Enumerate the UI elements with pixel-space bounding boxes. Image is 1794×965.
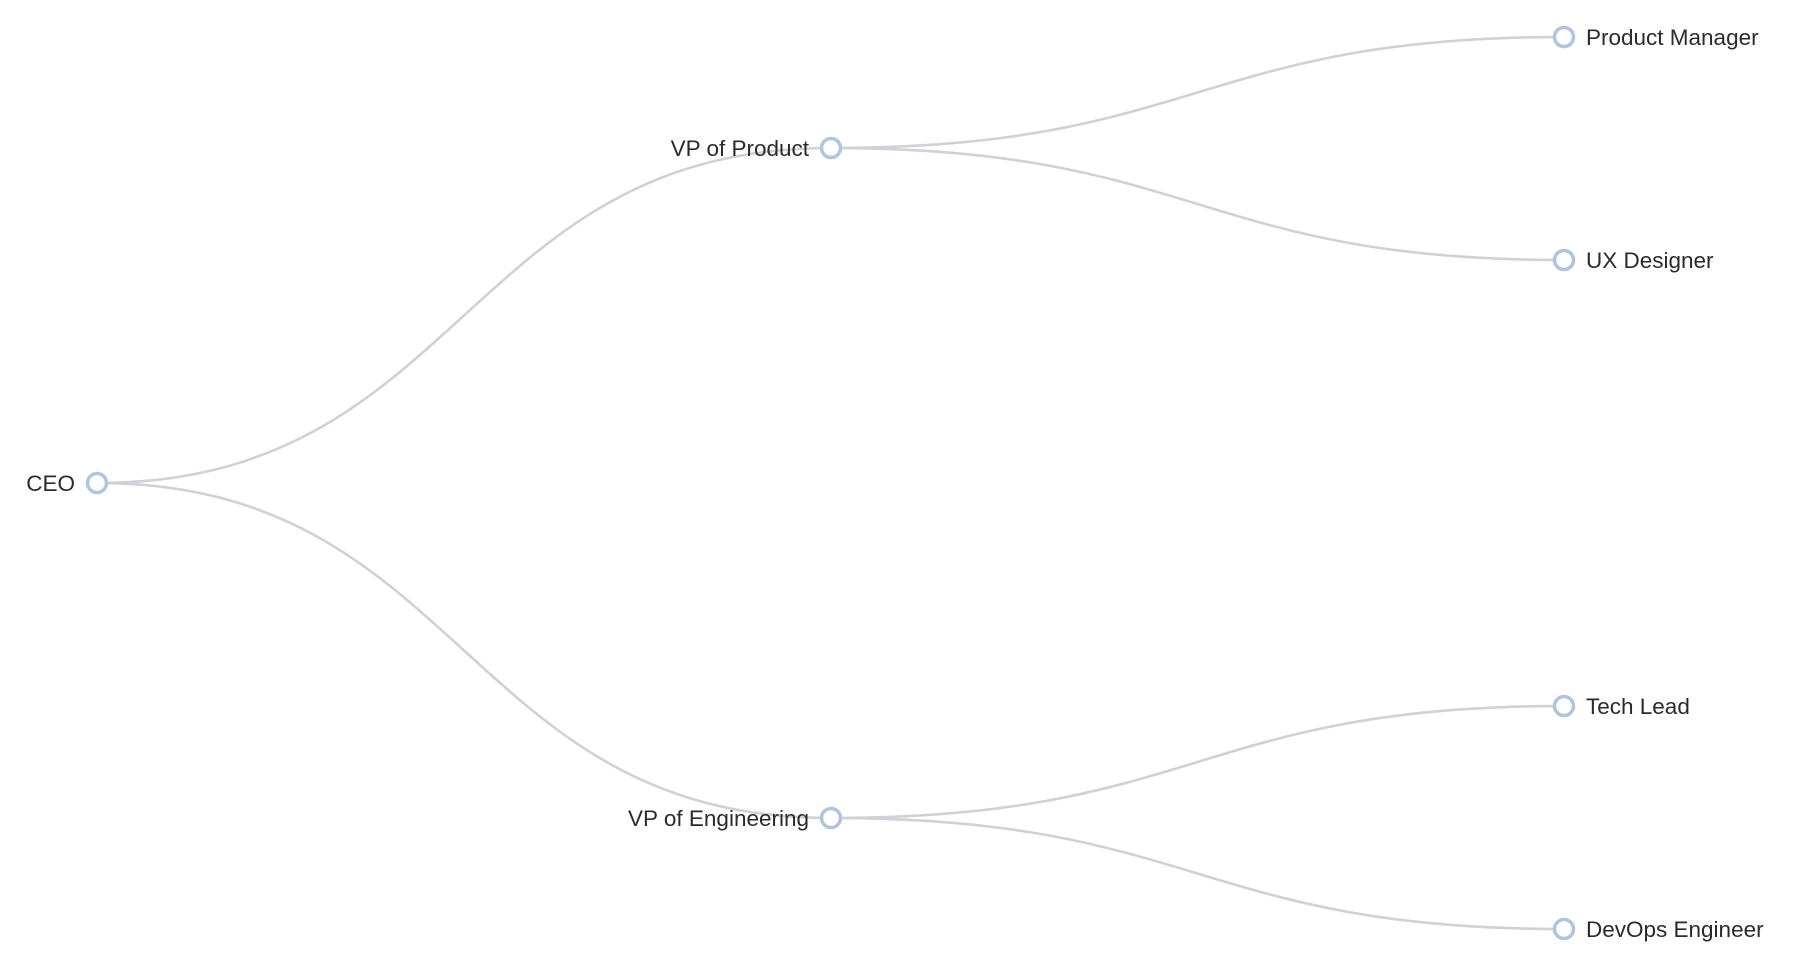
links-layer: [96, 35, 1565, 931]
node-product-manager[interactable]: Product Manager: [1552, 25, 1760, 50]
node-label: Tech Lead: [1586, 694, 1690, 719]
node-marker[interactable]: [819, 806, 843, 830]
node-marker[interactable]: [819, 136, 843, 160]
node-label: VP of Product: [671, 136, 810, 161]
node-ceo[interactable]: CEO: [26, 471, 109, 496]
tree-link: [96, 481, 832, 820]
tree-link: [96, 146, 832, 485]
node-marker[interactable]: [1552, 248, 1576, 272]
tree-link: [830, 35, 1565, 150]
node-vp-of-product[interactable]: VP of Product: [671, 136, 843, 161]
node-vp-of-engineering[interactable]: VP of Engineering: [628, 806, 843, 831]
node-label: UX Designer: [1586, 248, 1714, 273]
node-label: VP of Engineering: [628, 806, 809, 831]
tree-link: [830, 704, 1565, 820]
node-label: Product Manager: [1586, 25, 1759, 50]
node-devops-engineer[interactable]: DevOps Engineer: [1552, 917, 1765, 942]
node-marker[interactable]: [1552, 25, 1576, 49]
tree-link: [830, 146, 1565, 262]
node-marker[interactable]: [85, 471, 109, 495]
node-marker[interactable]: [1552, 694, 1576, 718]
tree-link: [830, 816, 1565, 931]
node-ux-designer[interactable]: UX Designer: [1552, 248, 1715, 273]
node-tech-lead[interactable]: Tech Lead: [1552, 694, 1690, 719]
node-label: DevOps Engineer: [1586, 917, 1764, 942]
node-label: CEO: [26, 471, 75, 496]
node-marker[interactable]: [1552, 917, 1576, 941]
